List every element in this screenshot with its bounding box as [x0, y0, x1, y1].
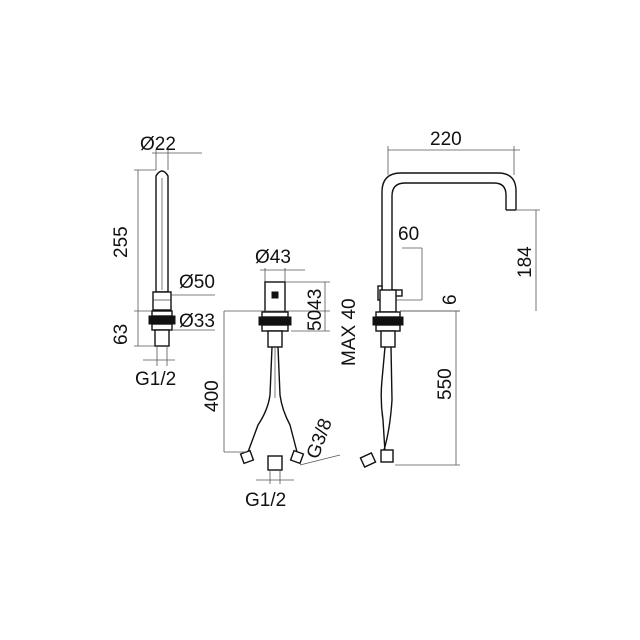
spout-washer	[148, 315, 176, 325]
tap-hose-length-label: 550	[435, 368, 456, 400]
valve-hose-end-right	[289, 449, 305, 465]
spout-connection-label: G1/2	[135, 369, 176, 390]
tap-gap-label: 6	[440, 294, 461, 305]
spout-base	[152, 291, 172, 311]
spout-column: Ø22 255 Ø50 Ø33 63 G1/2	[111, 134, 215, 390]
tap-width-label: 220	[430, 129, 462, 150]
tap-washer	[372, 316, 404, 326]
tap-spout-outer	[381, 172, 517, 290]
tap-lever-label: 60	[398, 224, 419, 245]
valve-connection-label: G1/2	[245, 490, 286, 511]
tap-spout-inner	[391, 182, 507, 290]
tap-hose-end-left	[359, 452, 377, 468]
valve-hose-end-middle	[267, 455, 283, 471]
valve-hose-right	[277, 346, 298, 453]
valve-hose-left	[247, 346, 273, 453]
valve-hose-thread-label: G3/8	[303, 416, 337, 462]
spout-height-label: 255	[111, 226, 132, 258]
valve-diameter-label: Ø43	[255, 247, 291, 268]
valve-height-50-label: 50	[305, 310, 326, 331]
valve-hose-end-left	[239, 449, 255, 465]
tap-body	[379, 289, 397, 313]
valve-marker	[271, 291, 279, 299]
svg-text:5043: 5043	[305, 289, 326, 331]
tap-spout-drop-label: 184	[515, 246, 536, 278]
kitchen-tap: 220 184 60 MAX 40 6	[339, 129, 540, 468]
spout-thread	[154, 329, 170, 347]
valve-body: Ø43 5043 400 G3/8	[202, 247, 341, 511]
valve-washer	[258, 316, 292, 326]
valve-height-43-label: 43	[305, 289, 326, 310]
tap-hose-left	[380, 346, 386, 453]
tap-hose-right	[383, 346, 393, 451]
tap-max-deck-label: MAX 40	[339, 298, 360, 366]
spout-base-height-label: 63	[111, 324, 132, 345]
tap-thread	[380, 330, 396, 348]
valve-thread	[267, 330, 283, 348]
valve-hose-length-label: 400	[202, 380, 223, 412]
spout-thread-diameter-label: Ø33	[179, 311, 215, 332]
tap-hose-end-right	[380, 449, 394, 463]
spout-base-diameter-label: Ø50	[179, 272, 215, 293]
spout-diameter-label: Ø22	[140, 134, 176, 155]
